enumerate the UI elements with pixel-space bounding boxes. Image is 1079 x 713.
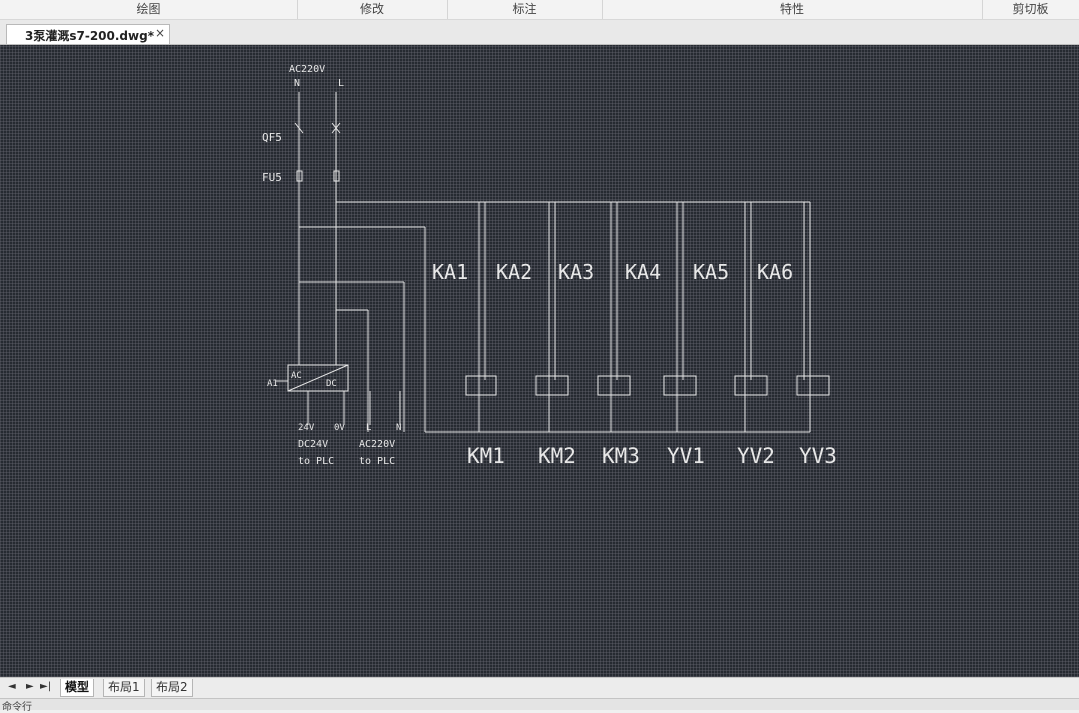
ribbon-group-clipboard[interactable]: 剪切板 — [1012, 2, 1049, 16]
terminal-0v: 0V — [334, 423, 345, 433]
close-icon[interactable]: × — [154, 26, 165, 40]
cad-drawing: AC220V N L QF5 FU5 AC DC A1 24V 0V L N D… — [262, 64, 837, 468]
load-yv2: YV2 — [737, 444, 775, 468]
tab-layout2[interactable]: 布局2 — [151, 679, 193, 697]
ac220v-plc-label: AC220V — [359, 439, 395, 450]
load-km1: KM1 — [467, 444, 505, 468]
line-label: L — [338, 78, 344, 89]
terminal-n: N — [396, 423, 401, 433]
a1-label: A1 — [267, 379, 278, 389]
relay-ka6: KA6 — [757, 260, 793, 284]
layout-tab-bar: ◄ ► ►| 模型 布局1 布局2 — [0, 677, 1079, 698]
breaker-label: QF5 — [262, 131, 282, 144]
last-layout-icon[interactable]: ►| — [40, 681, 52, 692]
tab-layout1[interactable]: 布局1 — [103, 679, 145, 697]
relay-ka3: KA3 — [558, 260, 594, 284]
neutral-label: N — [294, 78, 300, 89]
first-layout-icon[interactable]: ◄ — [8, 681, 16, 692]
dc24v-label: DC24V — [298, 439, 328, 450]
next-layout-icon[interactable]: ► — [26, 681, 34, 692]
dc-label: DC — [326, 379, 337, 389]
fuse-label: FU5 — [262, 171, 282, 184]
terminal-l: L — [366, 423, 371, 433]
relay-ka1: KA1 — [432, 260, 468, 284]
to-plc-dc-label: to PLC — [298, 456, 334, 467]
relay-ka4: KA4 — [625, 260, 661, 284]
command-line-label: 命令行 — [2, 702, 32, 713]
ribbon-group-modify[interactable]: 修改 — [297, 0, 448, 19]
ribbon-group-annotate[interactable]: 标注 — [447, 0, 603, 19]
relay-labels: KA1 KA2 KA3 KA4 KA5 KA6 — [432, 260, 793, 284]
load-km2: KM2 — [538, 444, 576, 468]
power-label: AC220V — [289, 64, 325, 75]
wiring-lines — [276, 92, 830, 433]
ribbon-group-strip: 绘图 修改 标注 特性 剪切板 — [0, 0, 1079, 20]
terminal-24v: 24V — [298, 423, 315, 433]
load-yv3: YV3 — [799, 444, 837, 468]
ribbon-group-draw[interactable]: 绘图 — [0, 0, 298, 19]
tab-model[interactable]: 模型 — [60, 679, 95, 697]
relay-ka2: KA2 — [496, 260, 532, 284]
ribbon-group-properties[interactable]: 特性 — [602, 0, 983, 19]
ac-label: AC — [291, 371, 302, 381]
drawing-canvas[interactable]: AC220V N L QF5 FU5 AC DC A1 24V 0V L N D… — [0, 45, 1079, 677]
document-tab-title[interactable]: 3泵灌溉s7-200.dwg* — [25, 29, 154, 43]
relay-ka5: KA5 — [693, 260, 729, 284]
document-tab[interactable]: 3泵灌溉s7-200.dwg* × — [6, 24, 170, 44]
to-plc-ac-label: to PLC — [359, 456, 395, 467]
load-yv1: YV1 — [667, 444, 705, 468]
document-tab-bar: 3泵灌溉s7-200.dwg* × — [0, 20, 1079, 45]
load-labels: KM1 KM2 KM3 YV1 YV2 YV3 — [467, 444, 837, 468]
command-line[interactable]: 命令行 — [0, 698, 1079, 713]
load-km3: KM3 — [602, 444, 640, 468]
